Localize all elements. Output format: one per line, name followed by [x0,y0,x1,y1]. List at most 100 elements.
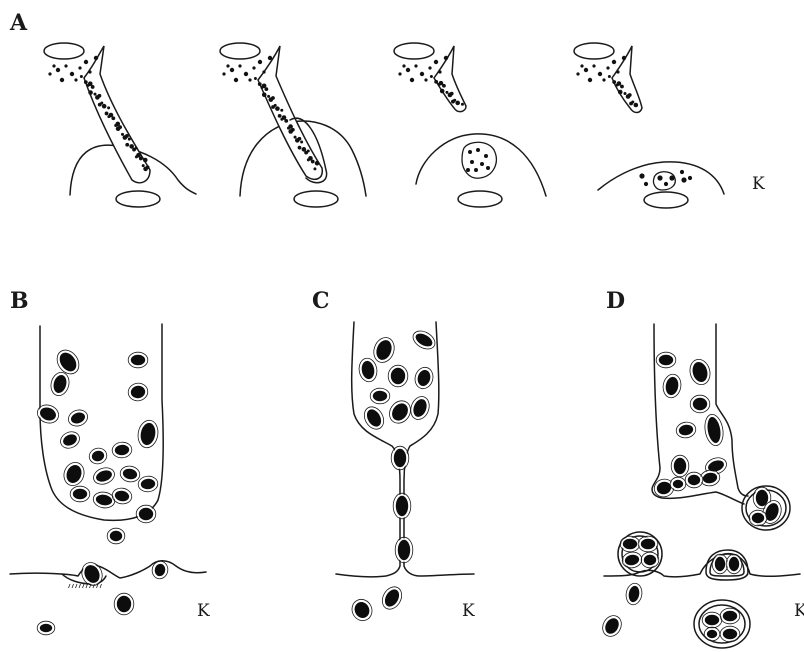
encapsulated-cluster-bottom [694,600,750,648]
granule [445,91,448,94]
cell [692,397,708,411]
granule [125,143,129,147]
panel-d-letter: D [606,288,625,314]
granule [105,112,109,116]
cell [351,598,373,621]
parasite-body [84,46,150,183]
granule [484,154,488,158]
granule [268,56,272,60]
granule [612,80,616,84]
granule [448,93,453,98]
granule [442,84,446,88]
granule [616,70,619,73]
granule [80,75,83,78]
granule [480,162,484,166]
granule [238,64,241,67]
granule [620,85,624,89]
granule [48,72,51,75]
granule [288,129,293,134]
ellipse-bottom [458,191,502,207]
granule [98,103,102,107]
granule [121,133,124,136]
cell [129,384,147,401]
granule [264,87,268,91]
granule [298,146,302,150]
granule [252,66,255,69]
granule [269,97,274,102]
ellipse-bottom [644,192,688,208]
granule [88,90,93,95]
granule [287,127,290,130]
ellipse-bottom [116,191,160,207]
granule [618,90,623,95]
granule [664,182,668,186]
granule [669,175,674,180]
cell [722,628,738,640]
granule [116,126,121,131]
granule [626,94,631,99]
granule [624,92,627,95]
granule [434,80,438,84]
tick-mark [76,584,78,588]
panel-a-stage-2 [220,43,366,207]
cell [751,512,765,524]
granule [226,64,229,67]
granule [280,109,283,112]
cell [658,354,674,366]
granule [143,158,148,163]
encapsulated-cluster [462,142,496,178]
cell [39,623,53,633]
cell [153,562,167,578]
granule [111,116,115,120]
cell [68,410,87,427]
cell [121,467,139,482]
panel-c-diagram: K [336,322,475,624]
panel-a-stage-4: K [574,43,765,208]
granule [84,60,88,64]
granule [143,167,148,172]
granule [60,78,64,82]
cell [673,457,687,475]
cell [72,488,88,500]
cell [114,443,131,456]
granule [592,64,595,67]
panel-a-stage-1 [44,43,196,207]
granule [88,70,91,73]
cell [701,471,719,486]
panel-d-k-label: K [794,601,804,621]
cell [395,495,409,517]
tick-mark [100,584,102,588]
granule [278,114,282,118]
ellipse-top [574,43,614,59]
panel-b-k-label: K [197,601,210,621]
granule [254,77,257,80]
granule [142,164,145,167]
granule [84,80,88,84]
cell [109,530,123,542]
granule [612,60,616,64]
granule [300,141,303,144]
cell [643,554,657,566]
granule [311,160,315,164]
cell [140,477,157,490]
granule [430,75,433,78]
granule [230,68,234,72]
cell [130,354,146,366]
granule [608,75,611,78]
cell [689,359,710,384]
granule [468,150,472,154]
granule [95,95,100,100]
granule [102,104,107,109]
cell [706,629,718,639]
cell [677,423,695,438]
granule [622,56,626,60]
cell [672,479,684,489]
cell [722,610,738,622]
cell [116,595,132,613]
granule [410,78,414,82]
granule [602,78,605,81]
granule [123,135,128,140]
granule [414,64,417,67]
tick-mark [69,584,71,588]
panel-b-diagram: K [10,324,210,635]
